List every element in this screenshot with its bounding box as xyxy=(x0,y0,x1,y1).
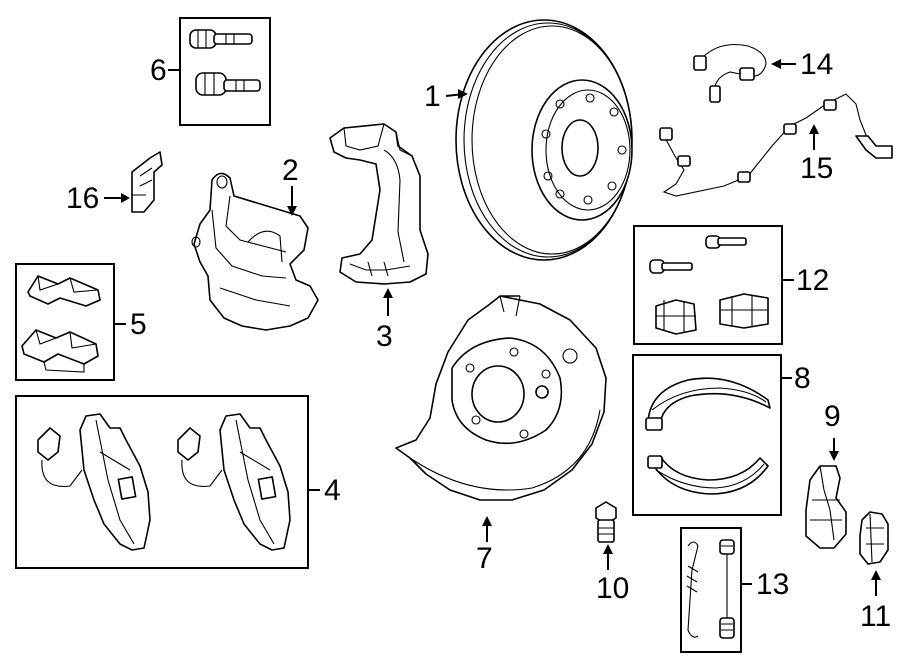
abs-sensor-part xyxy=(659,93,893,197)
callout-9: 9 xyxy=(824,400,841,433)
arrowhead-9 xyxy=(829,451,839,461)
callout-11: 11 xyxy=(860,600,891,633)
caliper-bracket-part xyxy=(329,123,429,285)
hardware-kit-box xyxy=(633,225,783,345)
bracket-part xyxy=(805,465,847,549)
pad-clips-group xyxy=(15,263,115,381)
callout-6: 6 xyxy=(150,54,167,87)
arrowhead-3 xyxy=(383,288,393,298)
clip-part xyxy=(131,151,163,213)
parking-shoes-group xyxy=(632,354,782,516)
callout-12: 12 xyxy=(796,264,829,297)
springs-box xyxy=(680,527,742,653)
callout-7: 7 xyxy=(476,542,493,575)
pad-clips-box xyxy=(15,263,115,381)
callout-13: 13 xyxy=(756,568,789,601)
callout-1: 1 xyxy=(424,80,441,113)
adjuster-part xyxy=(859,511,889,565)
parking-shoes-box xyxy=(632,354,782,516)
arrowhead-1 xyxy=(458,89,468,99)
guide-pin-upper xyxy=(189,29,253,49)
callout-3: 3 xyxy=(376,320,393,353)
springs-group xyxy=(680,527,742,653)
arrowhead-14 xyxy=(771,59,781,69)
guide-pin-lower xyxy=(195,72,261,96)
arrowhead-10 xyxy=(603,544,613,554)
rotor-part xyxy=(455,19,633,261)
guide-pins-group xyxy=(168,17,271,126)
brake-pads-box xyxy=(15,395,309,569)
wear-sensor-part xyxy=(693,43,767,103)
arrowhead-16 xyxy=(121,193,130,203)
bleeder-screw-part xyxy=(595,501,617,543)
brake-pads-group xyxy=(15,395,309,569)
splash-shield-part xyxy=(395,295,607,501)
callout-2: 2 xyxy=(282,154,299,187)
callout-4: 4 xyxy=(324,474,341,507)
arrowhead-15 xyxy=(809,124,819,134)
brake-pad-right xyxy=(177,413,291,551)
guide-pins-box xyxy=(179,17,271,126)
caliper-part xyxy=(191,172,319,331)
hardware-kit-group xyxy=(633,225,783,345)
callout-8: 8 xyxy=(794,362,811,395)
callout-5: 5 xyxy=(130,308,147,341)
callout-10: 10 xyxy=(596,572,629,605)
brake-pad-left xyxy=(37,413,151,551)
callout-16: 16 xyxy=(66,182,99,215)
callout-15: 15 xyxy=(800,152,833,185)
arrowhead-2 xyxy=(287,206,297,216)
arrowhead-7 xyxy=(482,516,492,526)
callout-14: 14 xyxy=(800,48,833,81)
arrowhead-11 xyxy=(871,570,881,580)
